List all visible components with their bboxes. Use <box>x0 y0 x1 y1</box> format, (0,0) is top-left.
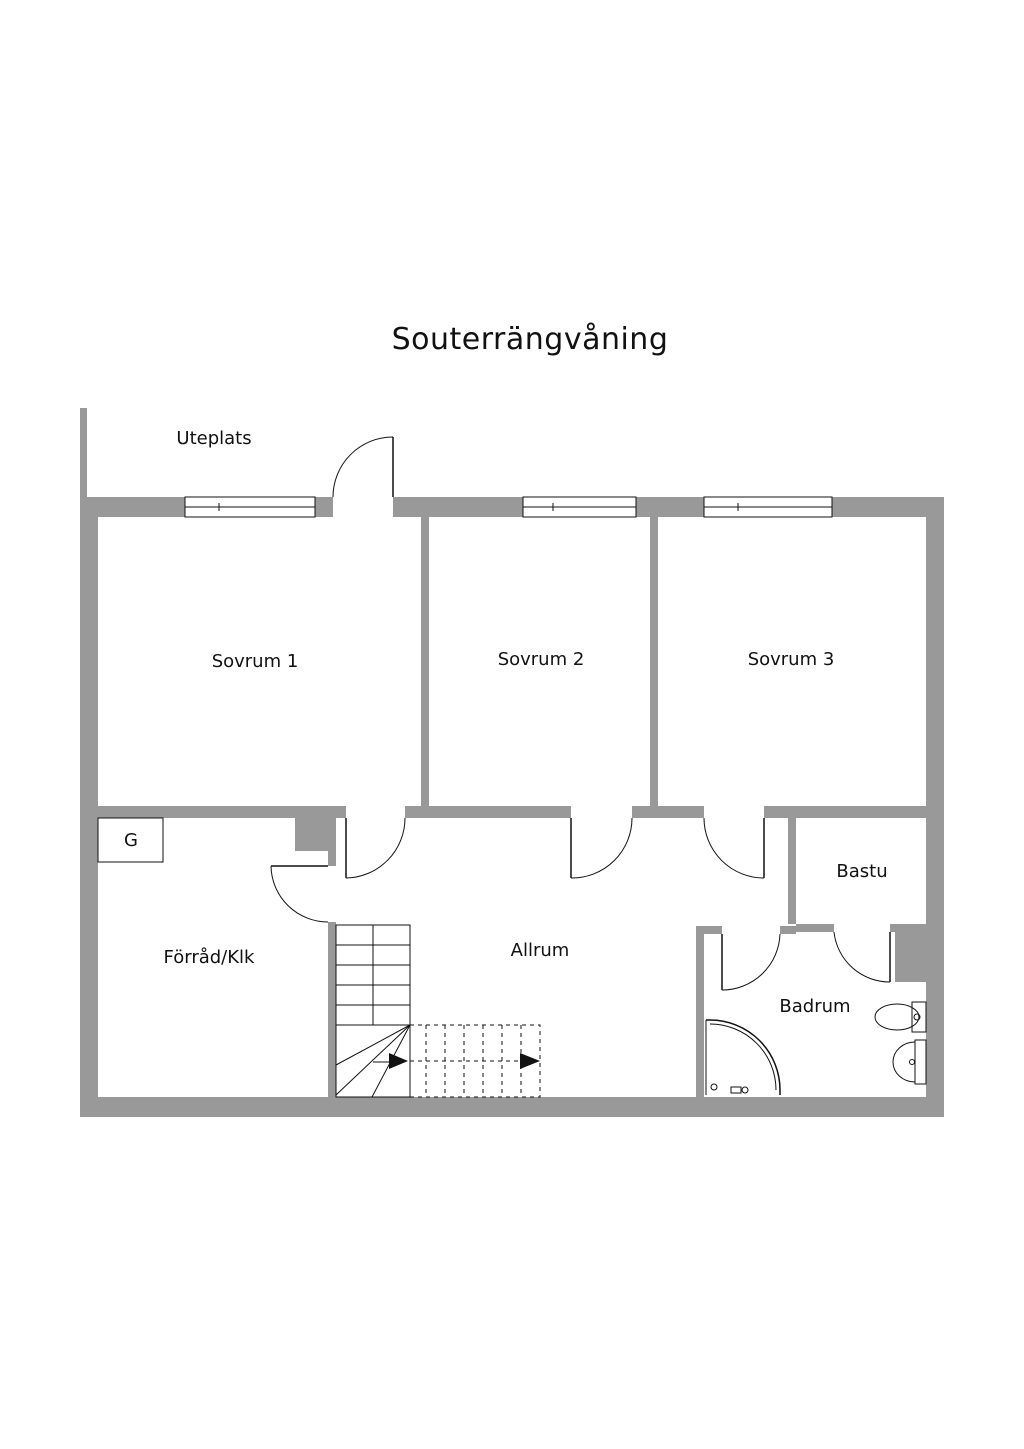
label-g: G <box>124 830 138 851</box>
sink <box>892 1039 927 1085</box>
label-bastu: Bastu <box>836 861 887 882</box>
wall-left <box>80 497 98 1117</box>
wall-right <box>926 497 944 1117</box>
label-sovrum2: Sovrum 2 <box>498 649 585 670</box>
g-box <box>97 817 164 863</box>
top-openings <box>184 436 833 518</box>
toilet <box>874 1001 927 1033</box>
label-uteplats: Uteplats <box>176 428 251 449</box>
bathroom-fixtures <box>705 1001 927 1095</box>
room-labels: Uteplats Sovrum 1 Sovrum 2 Sovrum 3 Förr… <box>124 428 888 1017</box>
staircase <box>335 924 541 1098</box>
label-allrum: Allrum <box>511 940 570 961</box>
label-badrum: Badrum <box>779 996 850 1017</box>
label-sovrum1: Sovrum 1 <box>212 651 299 672</box>
interior-doors <box>270 817 891 991</box>
shower <box>706 1019 781 1095</box>
uteplats-wall <box>80 408 87 498</box>
interior-walls <box>98 517 926 1097</box>
plan-title: Souterrängvåning <box>391 322 669 357</box>
exterior-door-swing <box>332 436 394 498</box>
label-sovrum3: Sovrum 3 <box>748 649 835 670</box>
wall-bottom <box>80 1097 944 1117</box>
label-forrad: Förråd/Klk <box>164 947 256 968</box>
